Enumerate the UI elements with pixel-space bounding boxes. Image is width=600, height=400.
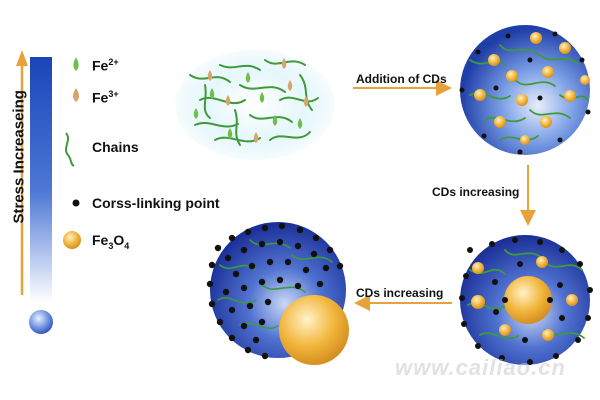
initial-solution-cloud [175,50,335,160]
legend-fe3o4: Fe3O4 [92,232,129,251]
stress-reference-sphere [29,310,53,334]
arrow-label-increase-1: CDs increasing [432,185,519,199]
gel-sphere-low-cds [460,25,591,155]
fe3o4-icon [63,231,81,249]
fe3-ion-icon [73,88,79,102]
gel-sphere-medium-cds [459,235,593,365]
legend-fe2: Fe2+ [92,57,119,74]
gel-sphere-high-cds [207,222,349,365]
stress-label: Stress Increaseing [11,114,28,224]
stress-bar [30,57,52,302]
legend-chains: Chains [92,139,139,155]
legend-fe3: Fe3+ [92,89,119,106]
arrow-label-addition: Addition of CDs [356,72,447,86]
chain-icon [66,133,74,166]
arrow-label-increase-2: CDs increasing [356,286,443,300]
fe2-ion-icon [73,57,78,71]
watermark: www.cailiao.cn [395,355,566,381]
crosslink-icon [73,200,80,207]
legend-crosslink: Corss-linking point [92,195,220,211]
